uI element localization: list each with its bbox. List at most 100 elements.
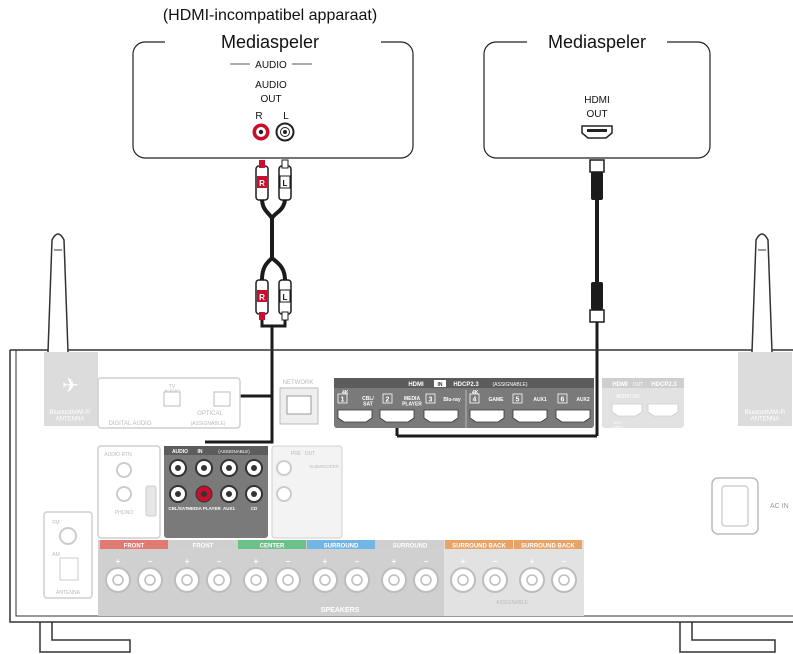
speaker-terminal-core — [526, 574, 538, 586]
audio-in-label-cbl: CBL/SAT — [168, 506, 187, 511]
digital-assignable-label: (ASSIGNABLE) — [190, 421, 225, 427]
pre-out-word: OUT — [305, 451, 316, 457]
plus-icon: + — [461, 557, 466, 566]
phono-label: PHONO — [115, 510, 133, 516]
rca-plug-top-r: R — [255, 160, 269, 201]
ac-in-label: AC IN — [770, 503, 789, 510]
audio-in-jacks — [169, 459, 263, 503]
minus-icon: − — [493, 557, 498, 566]
pre-out-label: PRE — [291, 451, 302, 457]
speaker-terminal-core — [282, 574, 294, 586]
antenna-label: ANTENNA — [56, 590, 81, 596]
speaker-terminals: SPEAKERS ASSIGNABLE FRONT+−FRONT+−CENTER… — [98, 540, 584, 616]
speaker-group-label: FRONT — [193, 544, 214, 550]
hdmi-4k-badge-left: 4K — [342, 390, 349, 396]
plus-icon: + — [392, 557, 397, 566]
hdmi-plug-bottom — [589, 282, 605, 323]
speaker-group: SURROUND + − — [376, 540, 444, 593]
hdmi-in-section: HDMI IN HDCP2.3 (ASSIGNABLE) 4K 4K 1 CBL… — [334, 378, 594, 428]
hdmi-out-label-1: HDMI — [584, 95, 610, 106]
hdmi-in-word: IN — [438, 382, 443, 388]
hdmi-input-name: CBL/SAT — [362, 396, 374, 408]
speaker-group-label: CENTER — [260, 544, 285, 550]
network-label: NETWORK — [283, 380, 314, 386]
speaker-group: SURROUND BACK+− — [514, 540, 582, 593]
speaker-group-header — [169, 540, 237, 549]
bt-antenna-icon: ✈ — [62, 375, 79, 397]
minus-icon: − — [424, 557, 429, 566]
speaker-terminal-core — [213, 574, 225, 586]
speaker-terminal-core — [144, 574, 156, 586]
pre-out-section: PRE OUT SUBWOOFER — [271, 445, 343, 539]
speaker-terminal-core — [457, 574, 469, 586]
hdmi-out-word: OUT — [633, 382, 644, 388]
speaker-terminal-core — [181, 574, 193, 586]
hdmi-in-header: HDMI — [408, 382, 424, 388]
plus-icon: + — [185, 557, 190, 566]
speaker-group-label: SURROUND — [324, 544, 359, 550]
plus-icon: + — [254, 557, 259, 566]
hdmi-input-number: 3 — [429, 397, 433, 404]
plus-icon: + — [530, 557, 535, 566]
network-port: NETWORK — [279, 380, 319, 425]
hdmi-out-port — [581, 125, 613, 139]
speaker-terminal-core — [319, 574, 331, 586]
rca-plug-bottom-r: R — [255, 279, 269, 320]
plug-label-l-bottom: L — [283, 293, 288, 302]
speaker-terminal-core — [420, 574, 432, 586]
hdmi-input-number: 2 — [386, 397, 390, 404]
right-media-player-device: Mediaspeler HDMI OUT — [483, 32, 711, 159]
hdmi-input-6: 6 AUX2 — [555, 393, 591, 423]
audio-in-header: AUDIO — [172, 449, 188, 455]
speakers-label: SPEAKERS — [321, 607, 360, 614]
audio-out-label-1: AUDIO — [255, 80, 287, 91]
subwoofer-label: SUBWOOFER — [309, 464, 339, 469]
minus-icon: − — [148, 557, 153, 566]
left-device-title: Mediaspeler — [221, 32, 319, 52]
speaker-group: CENTER+− — [238, 540, 306, 593]
speaker-group-header — [445, 540, 513, 549]
jack-label-l: L — [283, 111, 289, 122]
audio-in-label-media: MEDIA PLAYER — [187, 506, 221, 511]
speaker-terminal-core — [558, 574, 570, 586]
hdmi-input-number: 6 — [561, 397, 565, 404]
speaker-group-label: SURROUND — [393, 544, 428, 550]
plus-icon: + — [116, 557, 121, 566]
monitor-label: MONITOR — [616, 394, 640, 400]
optical-label: OPTICAL — [197, 411, 223, 417]
hdmi-out-header: HDMI — [612, 382, 628, 388]
audio-in-word: IN — [198, 449, 203, 455]
hdmi-input-number: 1 — [341, 397, 345, 404]
hdmi-assignable-label: (ASSIGNABLE) — [492, 382, 527, 388]
plug-label-r-bottom: R — [259, 293, 265, 302]
hdmi-input-3: 3 Blu-ray — [423, 393, 461, 423]
hdmi-input-1: 1 CBL/SAT — [337, 393, 374, 423]
plug-label-l-top: L — [283, 179, 288, 188]
hdmi-incompatible-note: (HDMI-incompatibel apparaat) — [163, 7, 377, 24]
ac-inlet: AC IN — [711, 477, 789, 535]
speaker-group-label: SURROUND BACK — [521, 544, 575, 550]
rca-plug-top-l: L — [278, 159, 292, 201]
hdmi-input-name: AUX2 — [576, 397, 590, 403]
hdmi-input-5: 5 AUX1 — [512, 393, 548, 423]
speaker-group-header — [238, 540, 306, 549]
speaker-group: SURROUND BACK+− — [445, 540, 513, 593]
speaker-group-header — [307, 540, 375, 549]
speaker-terminal-core — [112, 574, 124, 586]
speaker-group: SURROUND+− — [307, 540, 375, 593]
rca-jack-r — [252, 123, 270, 141]
hdmi-input-name: Blu-ray — [443, 397, 460, 403]
speaker-group-header — [514, 540, 582, 549]
hdmi-cable — [395, 200, 599, 438]
minus-icon: − — [217, 557, 222, 566]
speaker-group-header — [376, 540, 444, 549]
speaker-group-label: FRONT — [124, 544, 145, 550]
